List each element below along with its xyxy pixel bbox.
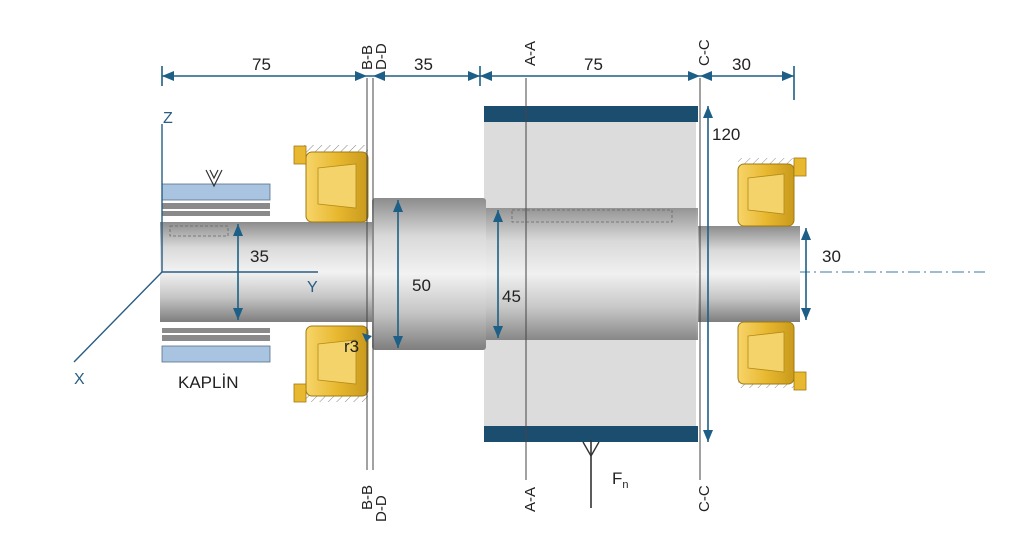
section-label-cc-bottom: C-C xyxy=(696,485,713,512)
weld-symbol-icon xyxy=(205,169,223,188)
section-label-bb-top: B-B xyxy=(359,45,376,70)
top-dimension-chain xyxy=(161,66,795,100)
right-bearing xyxy=(737,157,807,391)
force-arrow-icon xyxy=(582,441,600,458)
dim-length-right: 30 xyxy=(732,55,751,74)
hub-bottom-band xyxy=(484,426,698,442)
axis-label-y: Y xyxy=(307,279,318,296)
fillet-arrow-icon xyxy=(362,333,372,342)
fillet-label: r3 xyxy=(344,337,359,356)
section-label-dd-bottom: D-D xyxy=(373,495,390,522)
keyway-hub xyxy=(511,209,673,223)
keyway-left xyxy=(169,225,229,237)
axis-label-x: X xyxy=(74,371,85,388)
axes xyxy=(73,124,318,363)
dim-hub-shaft-diameter-line xyxy=(493,210,503,338)
dim-hub-shaft-diameter: 45 xyxy=(502,287,521,306)
section-lines xyxy=(366,78,701,480)
section-label-cc-top: C-C xyxy=(696,39,713,66)
dim-hub-diameter-line xyxy=(703,106,713,442)
coupling xyxy=(161,169,271,363)
shaft xyxy=(160,198,800,350)
dim-left-diameter: 35 xyxy=(250,247,269,266)
section-label-bb-bottom: B-B xyxy=(359,485,376,510)
section-label-aa-top: A-A xyxy=(522,41,539,66)
force-label: Fn xyxy=(612,469,629,491)
coupling-label: KAPLİN xyxy=(178,373,238,392)
section-label-aa-bottom: A-A xyxy=(522,487,539,512)
force-label-main: F xyxy=(612,469,622,488)
dim-length-left: 75 xyxy=(252,55,271,74)
shaft-right-section xyxy=(698,226,800,322)
left-bearing xyxy=(293,145,369,403)
dim-right-diameter-line xyxy=(801,228,811,320)
hub-top-band xyxy=(484,106,698,122)
dim-length-hub: 75 xyxy=(584,55,603,74)
force-arrow xyxy=(582,440,600,508)
shaft-hub-section xyxy=(486,208,698,340)
dim-right-diameter: 30 xyxy=(822,247,841,266)
dim-step-diameter: 50 xyxy=(412,276,431,295)
shaft-step-section xyxy=(372,198,486,350)
dim-length-mid: 35 xyxy=(414,55,433,74)
force-label-sub: n xyxy=(622,479,628,491)
dim-step-diameter-line xyxy=(393,200,403,348)
axis-label-z: Z xyxy=(163,110,173,127)
dim-hub-diameter: 120 xyxy=(712,125,740,144)
section-label-dd-top: D-D xyxy=(373,43,390,70)
